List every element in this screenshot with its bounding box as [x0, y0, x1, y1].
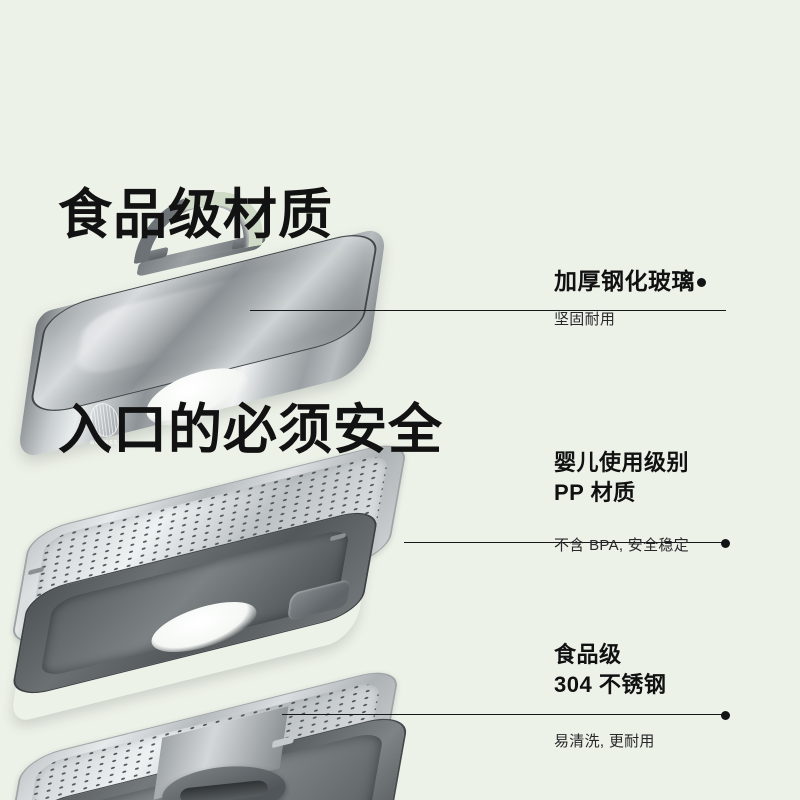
- page-title: 食品级材质 入口的必须安全: [58, 36, 618, 611]
- leader-line-stainless-steel: [282, 710, 730, 720]
- leader-line-pp-material: [404, 538, 730, 548]
- title-dot-icon: [697, 278, 706, 287]
- leader-line-tempered-glass: [250, 310, 726, 311]
- rim-clip-left: [27, 566, 45, 576]
- callout-tempered-glass: 加厚钢化玻璃 坚固耐用: [554, 266, 800, 330]
- leader-dot-2: [721, 538, 730, 548]
- callout-title-tempered-glass: 加厚钢化玻璃: [554, 266, 800, 297]
- callout-subtitle-stainless-steel: 易清洗, 更耐用: [554, 733, 655, 751]
- callout-title-pp-material: 婴儿使用级别 PP 材质: [554, 450, 690, 505]
- headline-line-1: 食品级材质: [58, 184, 333, 245]
- headline-line-2: 入口的必须安全: [58, 400, 443, 461]
- callout-pp-material: 婴儿使用级别 PP 材质 不含 BPA, 安全稳定: [554, 448, 800, 556]
- callout-subtitle-tempered-glass: 坚固耐用: [554, 311, 616, 329]
- callout-stainless-steel: 食品级 304 不锈钢 易清洗, 更耐用: [554, 640, 800, 752]
- callout-title-stainless-steel: 食品级 304 不锈钢: [554, 642, 667, 697]
- callout-subtitle-pp-material: 不含 BPA, 安全稳定: [554, 537, 690, 555]
- base-unit: [5, 706, 440, 800]
- leader-dot-3: [721, 710, 730, 720]
- callout-title-text-1: 加厚钢化玻璃: [554, 268, 695, 294]
